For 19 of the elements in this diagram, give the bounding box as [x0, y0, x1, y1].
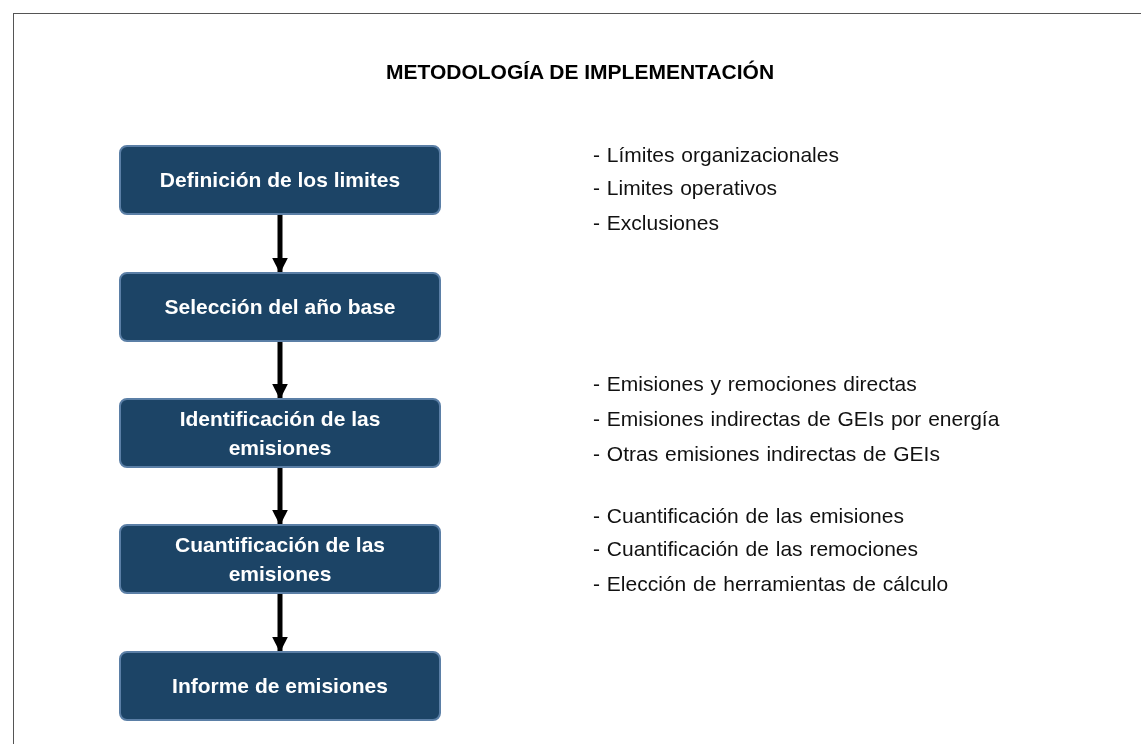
bullet-item: - Cuantificación de las emisiones [593, 504, 904, 528]
process-box: Selección del año base [119, 272, 441, 342]
bullet-item: - Límites organizacionales [593, 143, 839, 167]
arrow [272, 215, 288, 274]
diagram-title: METODOLOGÍA DE IMPLEMENTACIÓN [384, 60, 776, 84]
bullet-item: - Limites operativos [593, 176, 778, 200]
process-box: Cuantificación de las emisiones [119, 524, 441, 594]
arrow [272, 342, 288, 400]
process-box: Identificación de las emisiones [119, 398, 441, 468]
arrow [272, 468, 288, 526]
bullet-item: - Exclusiones [593, 211, 719, 235]
process-box: Informe de emisiones [119, 651, 441, 721]
bullet-item: - Otras emisiones indirectas de GEIs [593, 442, 940, 466]
arrow [272, 594, 288, 653]
bullet-item: - Cuantificación de las remociones [593, 537, 918, 561]
bullet-item: - Emisiones indirectas de GEIs por energía [593, 407, 1000, 431]
bullet-item: - Elección de herramientas de cálculo [593, 572, 949, 596]
bullet-item: - Emisiones y remociones directas [593, 372, 917, 396]
process-box: Definición de los limites [119, 145, 441, 215]
